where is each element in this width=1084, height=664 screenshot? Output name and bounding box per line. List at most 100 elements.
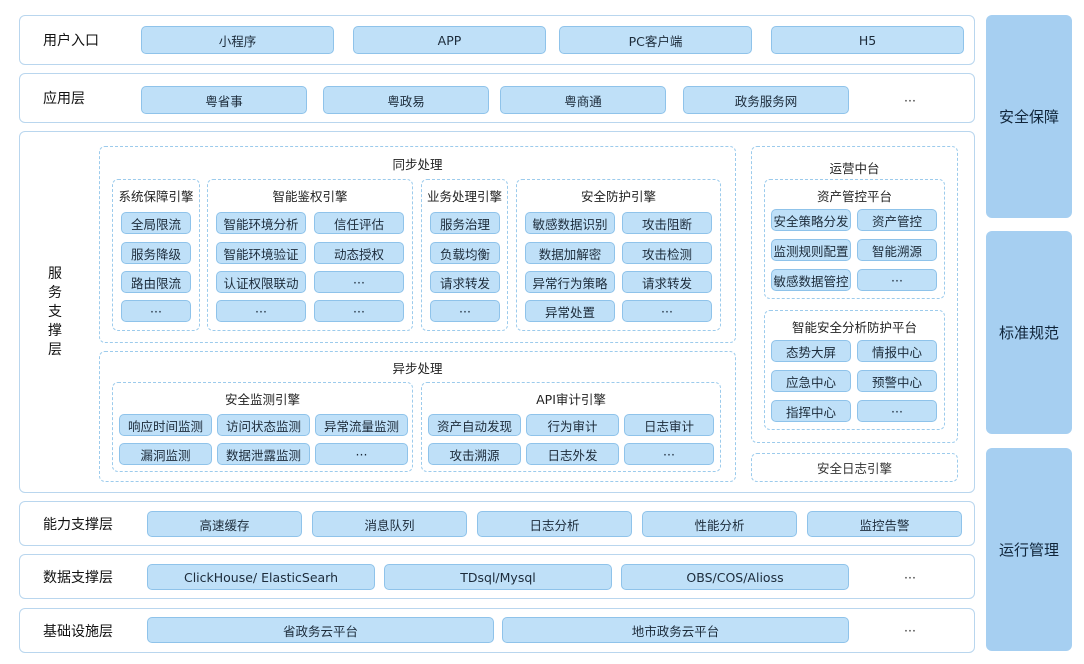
route-rate-limit[interactable]: 路由限流 (121, 271, 191, 293)
monitor-rule-config[interactable]: 监测规则配置 (771, 239, 851, 261)
trust-evaluation[interactable]: 信任评估 (314, 212, 404, 234)
command-center[interactable]: 指挥中心 (771, 400, 851, 422)
abnormal-traffic-monitor[interactable]: 异常流量监测 (315, 414, 408, 436)
vulnerability-monitor[interactable]: 漏洞监测 (119, 443, 212, 465)
asset-control-platform (764, 179, 945, 299)
app-gov-service-net[interactable]: 政务服务网 (683, 86, 849, 114)
asset-control[interactable]: 资产管控 (857, 209, 937, 231)
user-entry-label: 用户入口 (43, 33, 99, 49)
app-yueshengshi[interactable]: 粤省事 (141, 86, 307, 114)
analysis-more[interactable]: ··· (857, 400, 937, 422)
situation-dashboard[interactable]: 态势大屏 (771, 340, 851, 362)
service-label-char: 务 (48, 285, 62, 301)
business-engine-more[interactable]: ··· (430, 300, 500, 322)
entry-h5[interactable]: H5 (771, 26, 964, 54)
infra-more: ··· (904, 622, 916, 638)
smart-auth-more[interactable]: ··· (314, 300, 404, 322)
global-rate-limit[interactable]: 全局限流 (121, 212, 191, 234)
service-label-char: 撑 (48, 323, 62, 339)
smart-env-verification[interactable]: 智能环境验证 (216, 242, 306, 264)
warning-center[interactable]: 预警中心 (857, 370, 937, 392)
log-export[interactable]: 日志外发 (526, 443, 619, 465)
security-policy-distribution[interactable]: 安全策略分发 (771, 209, 851, 231)
security-defense-engine-title: 安全防护引擎 (580, 189, 656, 204)
intelligence-center[interactable]: 情报中心 (857, 340, 937, 362)
service-governance[interactable]: 服务治理 (430, 212, 500, 234)
defense-request-forwarding[interactable]: 请求转发 (622, 271, 712, 293)
message-queue[interactable]: 消息队列 (312, 511, 467, 537)
service-support-label: 服 务 支 撑 层 (45, 265, 65, 360)
data-encrypt-decrypt[interactable]: 数据加解密 (525, 242, 615, 264)
data-leak-monitor[interactable]: 数据泄露监测 (217, 443, 310, 465)
service-label-char: 支 (48, 304, 62, 320)
asset-auto-discovery[interactable]: 资产自动发现 (428, 414, 521, 436)
abnormal-behavior-policy[interactable]: 异常行为策略 (525, 271, 615, 293)
dynamic-authorization[interactable]: 动态授权 (314, 242, 404, 264)
application-label: 应用层 (43, 91, 85, 107)
performance-analysis[interactable]: 性能分析 (642, 511, 797, 537)
capability-label: 能力支撑层 (43, 517, 113, 533)
provincial-gov-cloud[interactable]: 省政务云平台 (147, 617, 494, 643)
tdsql-mysql[interactable]: TDsql/Mysql (384, 564, 612, 590)
service-label-char: 层 (48, 342, 62, 358)
attack-detection[interactable]: 攻击检测 (622, 242, 712, 264)
sync-processing-title: 同步处理 (392, 157, 443, 172)
business-engine (421, 179, 508, 331)
async-processing-title: 异步处理 (392, 361, 443, 376)
load-balancing[interactable]: 负载均衡 (430, 242, 500, 264)
monitoring-alert[interactable]: 监控告警 (807, 511, 962, 537)
smart-env-analysis[interactable]: 智能环境分析 (216, 212, 306, 234)
sensitive-data-control[interactable]: 敏感数据管控 (771, 269, 851, 291)
app-yueshangtong[interactable]: 粤商通 (500, 86, 666, 114)
operations-management-column: 运行管理 (986, 448, 1072, 651)
defense-more[interactable]: ··· (622, 300, 712, 322)
asset-control-more[interactable]: ··· (857, 269, 937, 291)
abnormal-handling[interactable]: 异常处置 (525, 300, 615, 322)
infrastructure-label: 基础设施层 (43, 624, 113, 640)
log-audit[interactable]: 日志审计 (624, 414, 714, 436)
smart-auth-engine-title: 智能鉴权引擎 (272, 189, 348, 204)
attack-tracing[interactable]: 攻击溯源 (428, 443, 521, 465)
emergency-center[interactable]: 应急中心 (771, 370, 851, 392)
auth-permission-link[interactable]: 认证权限联动 (216, 271, 306, 293)
entry-app[interactable]: APP (353, 26, 546, 54)
business-engine-title: 业务处理引擎 (426, 189, 502, 204)
response-time-monitor[interactable]: 响应时间监测 (119, 414, 212, 436)
smart-security-analysis-title: 智能安全分析防护平台 (791, 320, 917, 335)
entry-miniprogram[interactable]: 小程序 (141, 26, 334, 54)
high-speed-cache[interactable]: 高速缓存 (147, 511, 302, 537)
data-more: ··· (904, 569, 916, 585)
access-status-monitor[interactable]: 访问状态监测 (217, 414, 310, 436)
smart-tracing[interactable]: 智能溯源 (857, 239, 937, 261)
app-more: ··· (904, 92, 916, 108)
municipal-gov-cloud[interactable]: 地市政务云平台 (502, 617, 849, 643)
request-forwarding[interactable]: 请求转发 (430, 271, 500, 293)
service-degrade[interactable]: 服务降级 (121, 242, 191, 264)
smart-auth-engine (207, 179, 413, 331)
smart-auth-more[interactable]: ··· (216, 300, 306, 322)
clickhouse-elasticsearch[interactable]: ClickHouse/ ElasticSearh (147, 564, 375, 590)
asset-control-platform-title: 资产管控平台 (816, 189, 892, 204)
standards-column: 标准规范 (986, 231, 1072, 434)
sensitive-data-identify[interactable]: 敏感数据识别 (525, 212, 615, 234)
monitor-more[interactable]: ··· (315, 443, 408, 465)
sync-processing-group (99, 146, 736, 343)
system-guard-more[interactable]: ··· (121, 300, 191, 322)
security-log-engine (751, 453, 958, 482)
security-log-engine-label: 安全日志引擎 (816, 461, 892, 476)
security-defense-engine (516, 179, 721, 331)
log-analysis[interactable]: 日志分析 (477, 511, 632, 537)
system-guard-engine-title: 系统保障引擎 (118, 189, 194, 204)
api-audit-engine-title: API审计引擎 (536, 392, 606, 407)
entry-pc-client[interactable]: PC客户端 (559, 26, 752, 54)
behavior-audit[interactable]: 行为审计 (526, 414, 619, 436)
security-monitor-engine (112, 382, 413, 472)
api-audit-engine (421, 382, 721, 472)
smart-auth-more[interactable]: ··· (314, 271, 404, 293)
smart-security-analysis-platform (764, 310, 945, 430)
audit-more[interactable]: ··· (624, 443, 714, 465)
operations-middle-platform (751, 146, 958, 443)
app-yuezhengyi[interactable]: 粤政易 (323, 86, 489, 114)
obs-cos-alioss[interactable]: OBS/COS/Alioss (621, 564, 849, 590)
attack-block[interactable]: 攻击阻断 (622, 212, 712, 234)
